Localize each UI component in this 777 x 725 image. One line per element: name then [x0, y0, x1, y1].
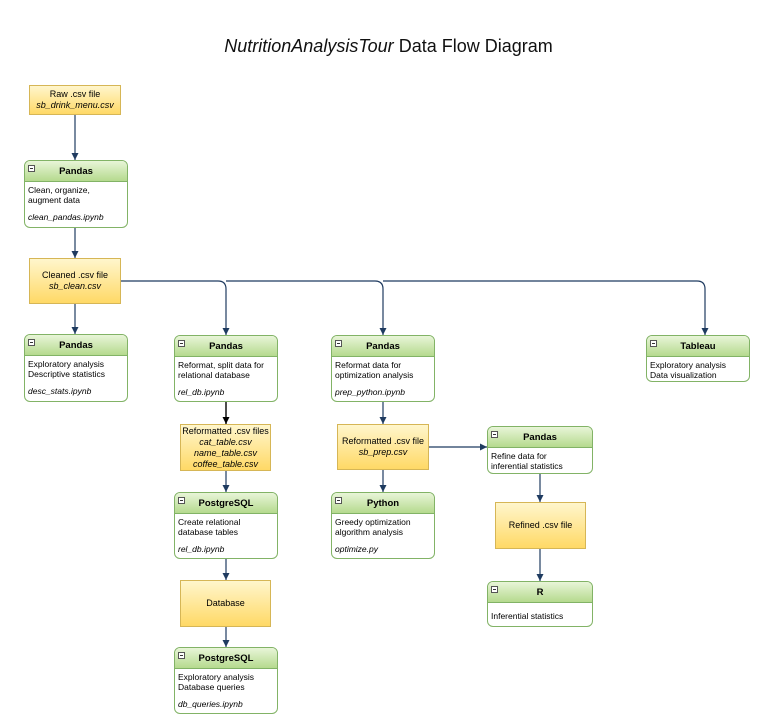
python-opt-process[interactable]: Python Greedy optimization algorithm ana… [331, 492, 435, 559]
collapse-icon[interactable] [491, 586, 498, 593]
process-script: rel_db.ipynb [178, 544, 225, 554]
process-header: Pandas [59, 340, 93, 351]
process-script: desc_stats.ipynb [28, 386, 92, 396]
process-line: Inferential statistics [491, 611, 564, 621]
reformatted-files-label: Reformatted .csv files [182, 425, 269, 436]
process-header: Pandas [366, 341, 400, 352]
database-label: Database [206, 598, 245, 608]
process-line: augment data [28, 195, 80, 205]
process-line: Descriptive statistics [28, 369, 105, 379]
r-stats-process[interactable]: R Inferential statistics [487, 581, 593, 627]
process-header: PostgreSQL [198, 498, 254, 509]
process-script: optimize.py [335, 544, 378, 554]
process-header: PostgreSQL [198, 653, 254, 664]
collapse-icon[interactable] [335, 340, 342, 347]
process-script: clean_pandas.ipynb [28, 212, 104, 222]
process-line: Reformat, split data for [178, 360, 264, 370]
database-node[interactable]: Database [180, 580, 271, 627]
process-header: Python [366, 498, 400, 509]
process-line: Create relational [178, 517, 241, 527]
reformatted-csv-name: sb_prep.csv [358, 447, 408, 457]
edge-cleaned-to-reformat-opt [226, 280, 387, 335]
reformatted-csv-files[interactable]: Reformatted .csv files cat_table.csv nam… [180, 424, 271, 471]
process-header: R [536, 587, 544, 598]
process-line: algorithm analysis [335, 527, 404, 537]
cleaned-csv-file[interactable]: Cleaned .csv file sb_clean.csv [29, 258, 121, 304]
process-script: rel_db.ipynb [178, 387, 225, 397]
diagram-title: NutritionAnalysisTour Data Flow Diagram [0, 36, 777, 57]
raw-csv-file[interactable]: Raw .csv file sb_drink_menu.csv [29, 85, 121, 115]
process-line: Exploratory analysis [28, 359, 105, 369]
tableau-process[interactable]: Tableau Exploratory analysis Data visual… [646, 335, 750, 382]
process-line: optimization analysis [335, 370, 414, 380]
edge-cleaned-to-tableau [383, 280, 709, 335]
collapse-icon[interactable] [178, 340, 185, 347]
collapse-icon[interactable] [650, 340, 657, 347]
pandas-explore-process[interactable]: Pandas Exploratory analysis Descriptive … [24, 334, 128, 402]
postgres-create-process[interactable]: PostgreSQL Create relational database ta… [174, 492, 278, 559]
process-script: db_queries.ipynb [178, 699, 243, 709]
pandas-reformat-opt-process[interactable]: Pandas Reformat data for optimization an… [331, 335, 435, 402]
reformatted-file-name: name_table.csv [193, 447, 258, 458]
refined-csv-label: Refined .csv file [508, 520, 573, 530]
title-rest: Data Flow Diagram [393, 36, 553, 56]
process-line: relational database [178, 370, 250, 380]
process-line: Clean, organize, [28, 185, 90, 195]
process-line: Greedy optimization [335, 517, 411, 527]
process-line: Data visualization [650, 370, 717, 380]
collapse-icon[interactable] [178, 497, 185, 504]
process-line: Reformat data for [335, 360, 402, 370]
process-line: Refine data for [491, 451, 547, 461]
edge-cleaned-to-reformat-db [121, 280, 230, 335]
raw-csv-label: Raw .csv file [49, 89, 101, 99]
pandas-clean-process[interactable]: Pandas Clean, organize, augment data cle… [24, 160, 128, 228]
process-line: database tables [178, 527, 239, 537]
collapse-icon[interactable] [178, 652, 185, 659]
postgres-query-process[interactable]: PostgreSQL Exploratory analysis Database… [174, 647, 278, 714]
reformatted-file-name: coffee_table.csv [192, 458, 259, 469]
title-italic: NutritionAnalysisTour [224, 36, 394, 56]
process-header: Tableau [680, 341, 716, 352]
collapse-icon[interactable] [28, 165, 35, 172]
refined-csv-file[interactable]: Refined .csv file [495, 502, 586, 549]
process-line: Database queries [178, 682, 245, 692]
pandas-reformat-db-process[interactable]: Pandas Reformat, split data for relation… [174, 335, 278, 402]
cleaned-csv-label: Cleaned .csv file [41, 270, 109, 280]
pandas-refine-process[interactable]: Pandas Refine data for inferential stati… [487, 426, 593, 474]
process-line: inferential statistics [491, 461, 563, 471]
process-script: prep_python.ipynb [335, 387, 405, 397]
process-line: Exploratory analysis [178, 672, 255, 682]
cleaned-csv-name: sb_clean.csv [48, 281, 102, 291]
process-header: Pandas [523, 432, 557, 443]
raw-csv-name: sb_drink_menu.csv [36, 100, 114, 110]
reformatted-file-name: cat_table.csv [199, 436, 252, 447]
process-header: Pandas [209, 341, 243, 352]
collapse-icon[interactable] [28, 339, 35, 346]
reformatted-csv-file[interactable]: Reformatted .csv file sb_prep.csv [337, 424, 429, 470]
process-line: Exploratory analysis [650, 360, 727, 370]
collapse-icon[interactable] [491, 431, 498, 438]
reformatted-csv-label: Reformatted .csv file [341, 436, 425, 446]
process-header: Pandas [59, 166, 93, 177]
collapse-icon[interactable] [335, 497, 342, 504]
